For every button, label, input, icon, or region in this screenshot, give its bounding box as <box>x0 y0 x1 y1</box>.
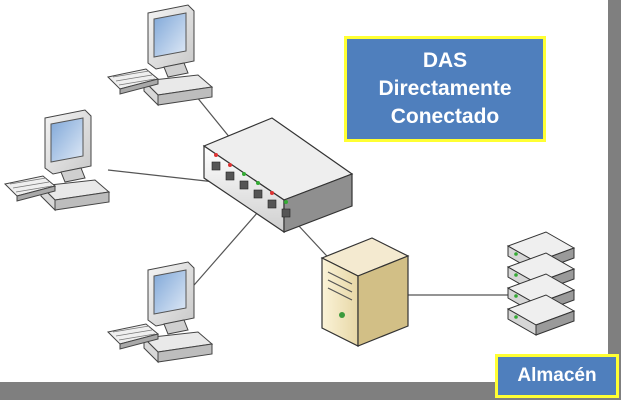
network-switch <box>202 117 354 234</box>
switch-ports <box>211 161 291 218</box>
diagram-canvas: DAS Directamente Conectado <box>0 0 608 382</box>
workstation-left <box>3 109 111 212</box>
workstation-bottom <box>106 261 214 364</box>
link-left-pc-switch <box>107 169 216 183</box>
link-bottom-pc-switch <box>187 211 259 293</box>
workstation-top <box>106 4 214 107</box>
storage-array <box>506 231 576 336</box>
server-power-light <box>339 312 345 318</box>
title-line-3: Conectado <box>390 105 500 128</box>
diagram-title-box: DAS Directamente Conectado <box>344 36 546 142</box>
title-line-2: Directamente <box>378 77 512 100</box>
storage-label: Almacén <box>517 365 597 386</box>
storage-label-box: Almacén <box>495 354 619 398</box>
server <box>320 237 410 347</box>
network-diagram <box>3 4 576 364</box>
switch-leds <box>214 153 288 204</box>
title-line-1: DAS <box>422 49 468 72</box>
